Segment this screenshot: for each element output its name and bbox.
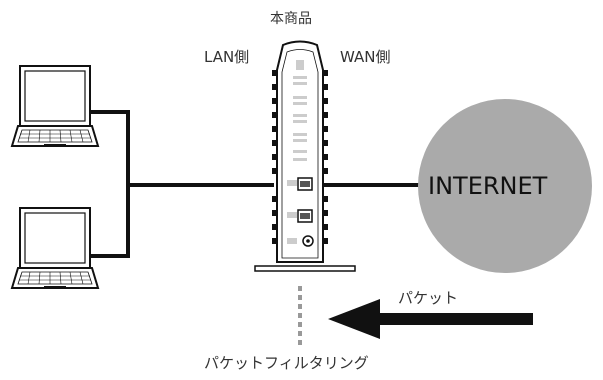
cable-laptop-top	[72, 110, 176, 187]
packet-filtering-label: パケットフィルタリング	[204, 354, 369, 372]
router-base	[254, 265, 356, 272]
packet-label: パケット	[398, 289, 459, 307]
laptop-icon	[10, 65, 100, 147]
device-label: 本商品	[270, 11, 312, 27]
internet-label: INTERNET	[428, 172, 548, 200]
router-ribs-left	[272, 70, 277, 244]
wan-side-label: WAN側	[340, 48, 391, 66]
router-leds	[293, 60, 307, 161]
laptop-icon	[10, 207, 100, 289]
packet-arrow	[328, 299, 533, 339]
router-icon	[254, 40, 356, 272]
router-ribs-right	[323, 70, 328, 244]
lan-side-label: LAN側	[204, 48, 250, 66]
lan-cables	[72, 110, 274, 258]
router-ports	[287, 177, 314, 247]
internet-cloud	[418, 99, 592, 273]
